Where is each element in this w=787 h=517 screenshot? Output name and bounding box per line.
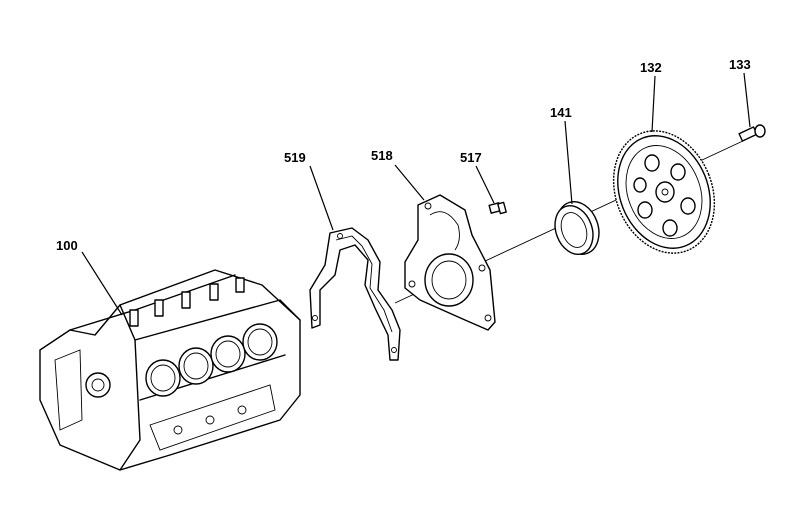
engine-block [39, 269, 301, 471]
leader-line-100 [81, 251, 123, 316]
flywheel-bolt [738, 124, 766, 142]
callout-132: 132 [640, 60, 662, 75]
callout-141: 141 [550, 105, 572, 120]
leader-line-132 [651, 75, 656, 133]
rear-cover-bolt [488, 201, 507, 215]
leader-line-141 [564, 120, 573, 205]
callout-517: 517 [460, 150, 482, 165]
rear-cover-gasket [309, 227, 401, 361]
callout-518: 518 [371, 148, 393, 163]
leader-line-517 [475, 165, 495, 204]
rear-cover [404, 194, 496, 331]
flywheel [612, 130, 716, 254]
leader-line-518 [394, 164, 425, 201]
callout-100: 100 [56, 238, 78, 253]
callout-133: 133 [729, 57, 751, 72]
callout-519: 519 [284, 150, 306, 165]
leader-line-133 [743, 72, 751, 128]
rear-crankshaft-seal [554, 201, 600, 255]
leader-line-519 [309, 165, 334, 231]
